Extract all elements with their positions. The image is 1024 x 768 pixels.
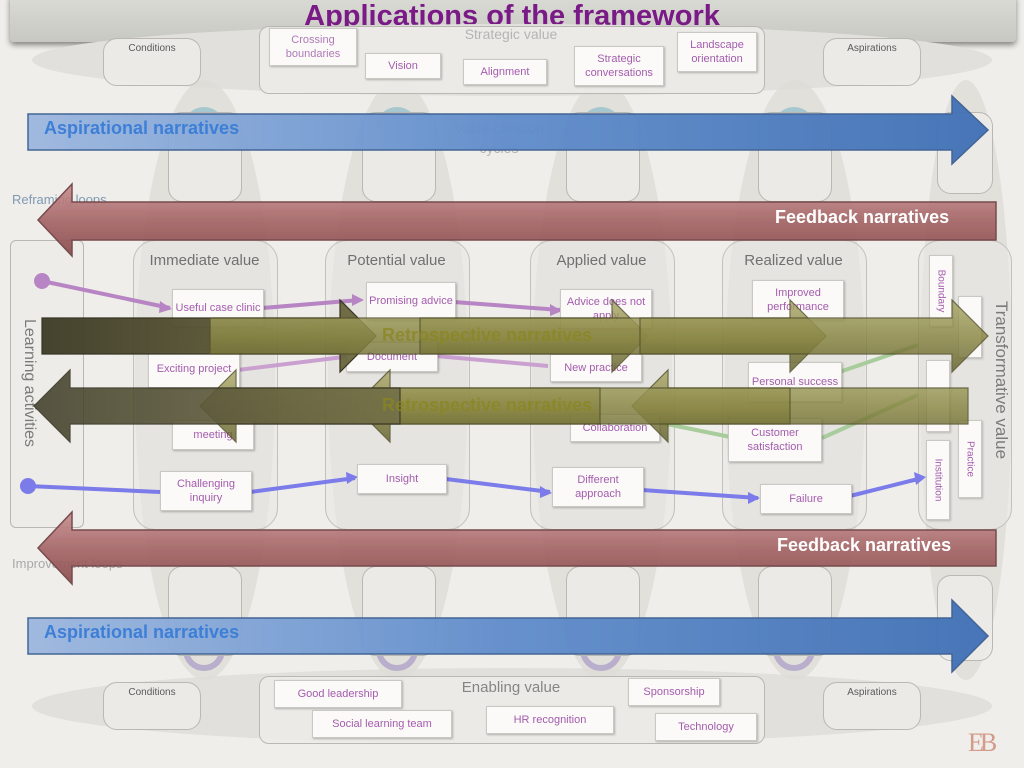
flow-purple-1 [41, 279, 171, 310]
tag-meeting: meeting [172, 420, 254, 450]
flow-blue-4 [641, 488, 759, 500]
flow-purple-5 [435, 354, 549, 368]
tag-alignment: Alignment [463, 59, 547, 85]
conditions-top-left: Conditions [103, 38, 201, 86]
header-potential-value: Potential value [347, 252, 446, 269]
flow-blue-1 [27, 484, 161, 494]
header-immediate-value: Immediate value [149, 252, 260, 269]
tag-promising-advice: Promising advice [366, 282, 456, 320]
tag-institution: Institution [926, 440, 950, 520]
flow-blue-5 [849, 476, 923, 498]
flow-blue-2 [249, 476, 356, 494]
feedback-arrow-bottom [36, 510, 997, 586]
tag-customer-satisfaction: Customer satisfaction [728, 418, 822, 462]
strategic-value-label: Strategic value [464, 26, 558, 42]
aspirational-arrow-bottom [27, 598, 990, 674]
aspirational-narratives-top-label: Aspirational narratives [44, 118, 240, 138]
tag-landscape-orientation: Landscape orientation [677, 32, 757, 72]
tag-boundary: Boundary [929, 255, 953, 327]
tag-social-learning-team: Social learning team [312, 710, 452, 738]
tag-insight: Insight [357, 464, 447, 494]
tag-technology: Technology [655, 713, 757, 741]
aspirational-arrow-top [27, 94, 990, 166]
flow-blue-3 [445, 477, 551, 494]
arrowhead-blue-2 [346, 472, 358, 484]
retrospective-narratives-backward-label: Retrospective narratives [382, 395, 593, 415]
tag-vision: Vision [365, 53, 441, 79]
retrospective-narratives-forward-label: Retrospective narratives [382, 325, 593, 345]
feedback-narratives-bottom-label: Feedback narratives [777, 535, 952, 555]
tag-crossing-boundaries: Crossing boundaries [269, 28, 357, 66]
logo: EB [968, 728, 997, 757]
arrowhead-blue-4 [748, 492, 760, 504]
arrowhead-blue-3 [540, 486, 552, 498]
flow-purple-3 [453, 300, 561, 312]
tag-good-leadership: Good leadership [274, 680, 402, 708]
tag-practice: Practice [958, 420, 982, 498]
arrowhead-purple-3 [550, 304, 562, 316]
header-realized-value: Realized value [744, 252, 843, 269]
feedback-arrow-top [36, 182, 997, 258]
arrowhead-purple-2 [352, 294, 364, 306]
tag-challenging-inquiry: Challenging inquiry [160, 471, 252, 511]
aspirations-top-right: Aspirations [823, 38, 921, 86]
tag-sponsorship: Sponsorship [628, 678, 720, 706]
tag-strategic-conversations: Strategic conversations [574, 46, 664, 86]
retro-forward-4 [639, 298, 989, 374]
arrowhead-blue-5 [914, 472, 926, 485]
bottom-rings [183, 649, 815, 671]
header-applied-value: Applied value [556, 252, 647, 269]
tag-hr-recognition: HR recognition [486, 706, 614, 734]
aspirational-narratives-bottom-label: Aspirational narratives [44, 622, 240, 642]
retro-backward-4 [33, 368, 401, 444]
retrospective-arrows-backward [33, 368, 969, 444]
tag-different-approach: Different approach [552, 467, 644, 507]
feedback-narratives-top-label: Feedback narratives [775, 207, 950, 227]
tag-failure: Failure [760, 484, 852, 514]
aspirations-bottom-right: Aspirations [823, 682, 921, 730]
enabling-value-label: Enabling value [461, 679, 561, 696]
arrowhead-purple-1 [159, 301, 172, 313]
retrospective-arrows-forward [41, 298, 989, 374]
conditions-bottom-left: Conditions [103, 682, 201, 730]
